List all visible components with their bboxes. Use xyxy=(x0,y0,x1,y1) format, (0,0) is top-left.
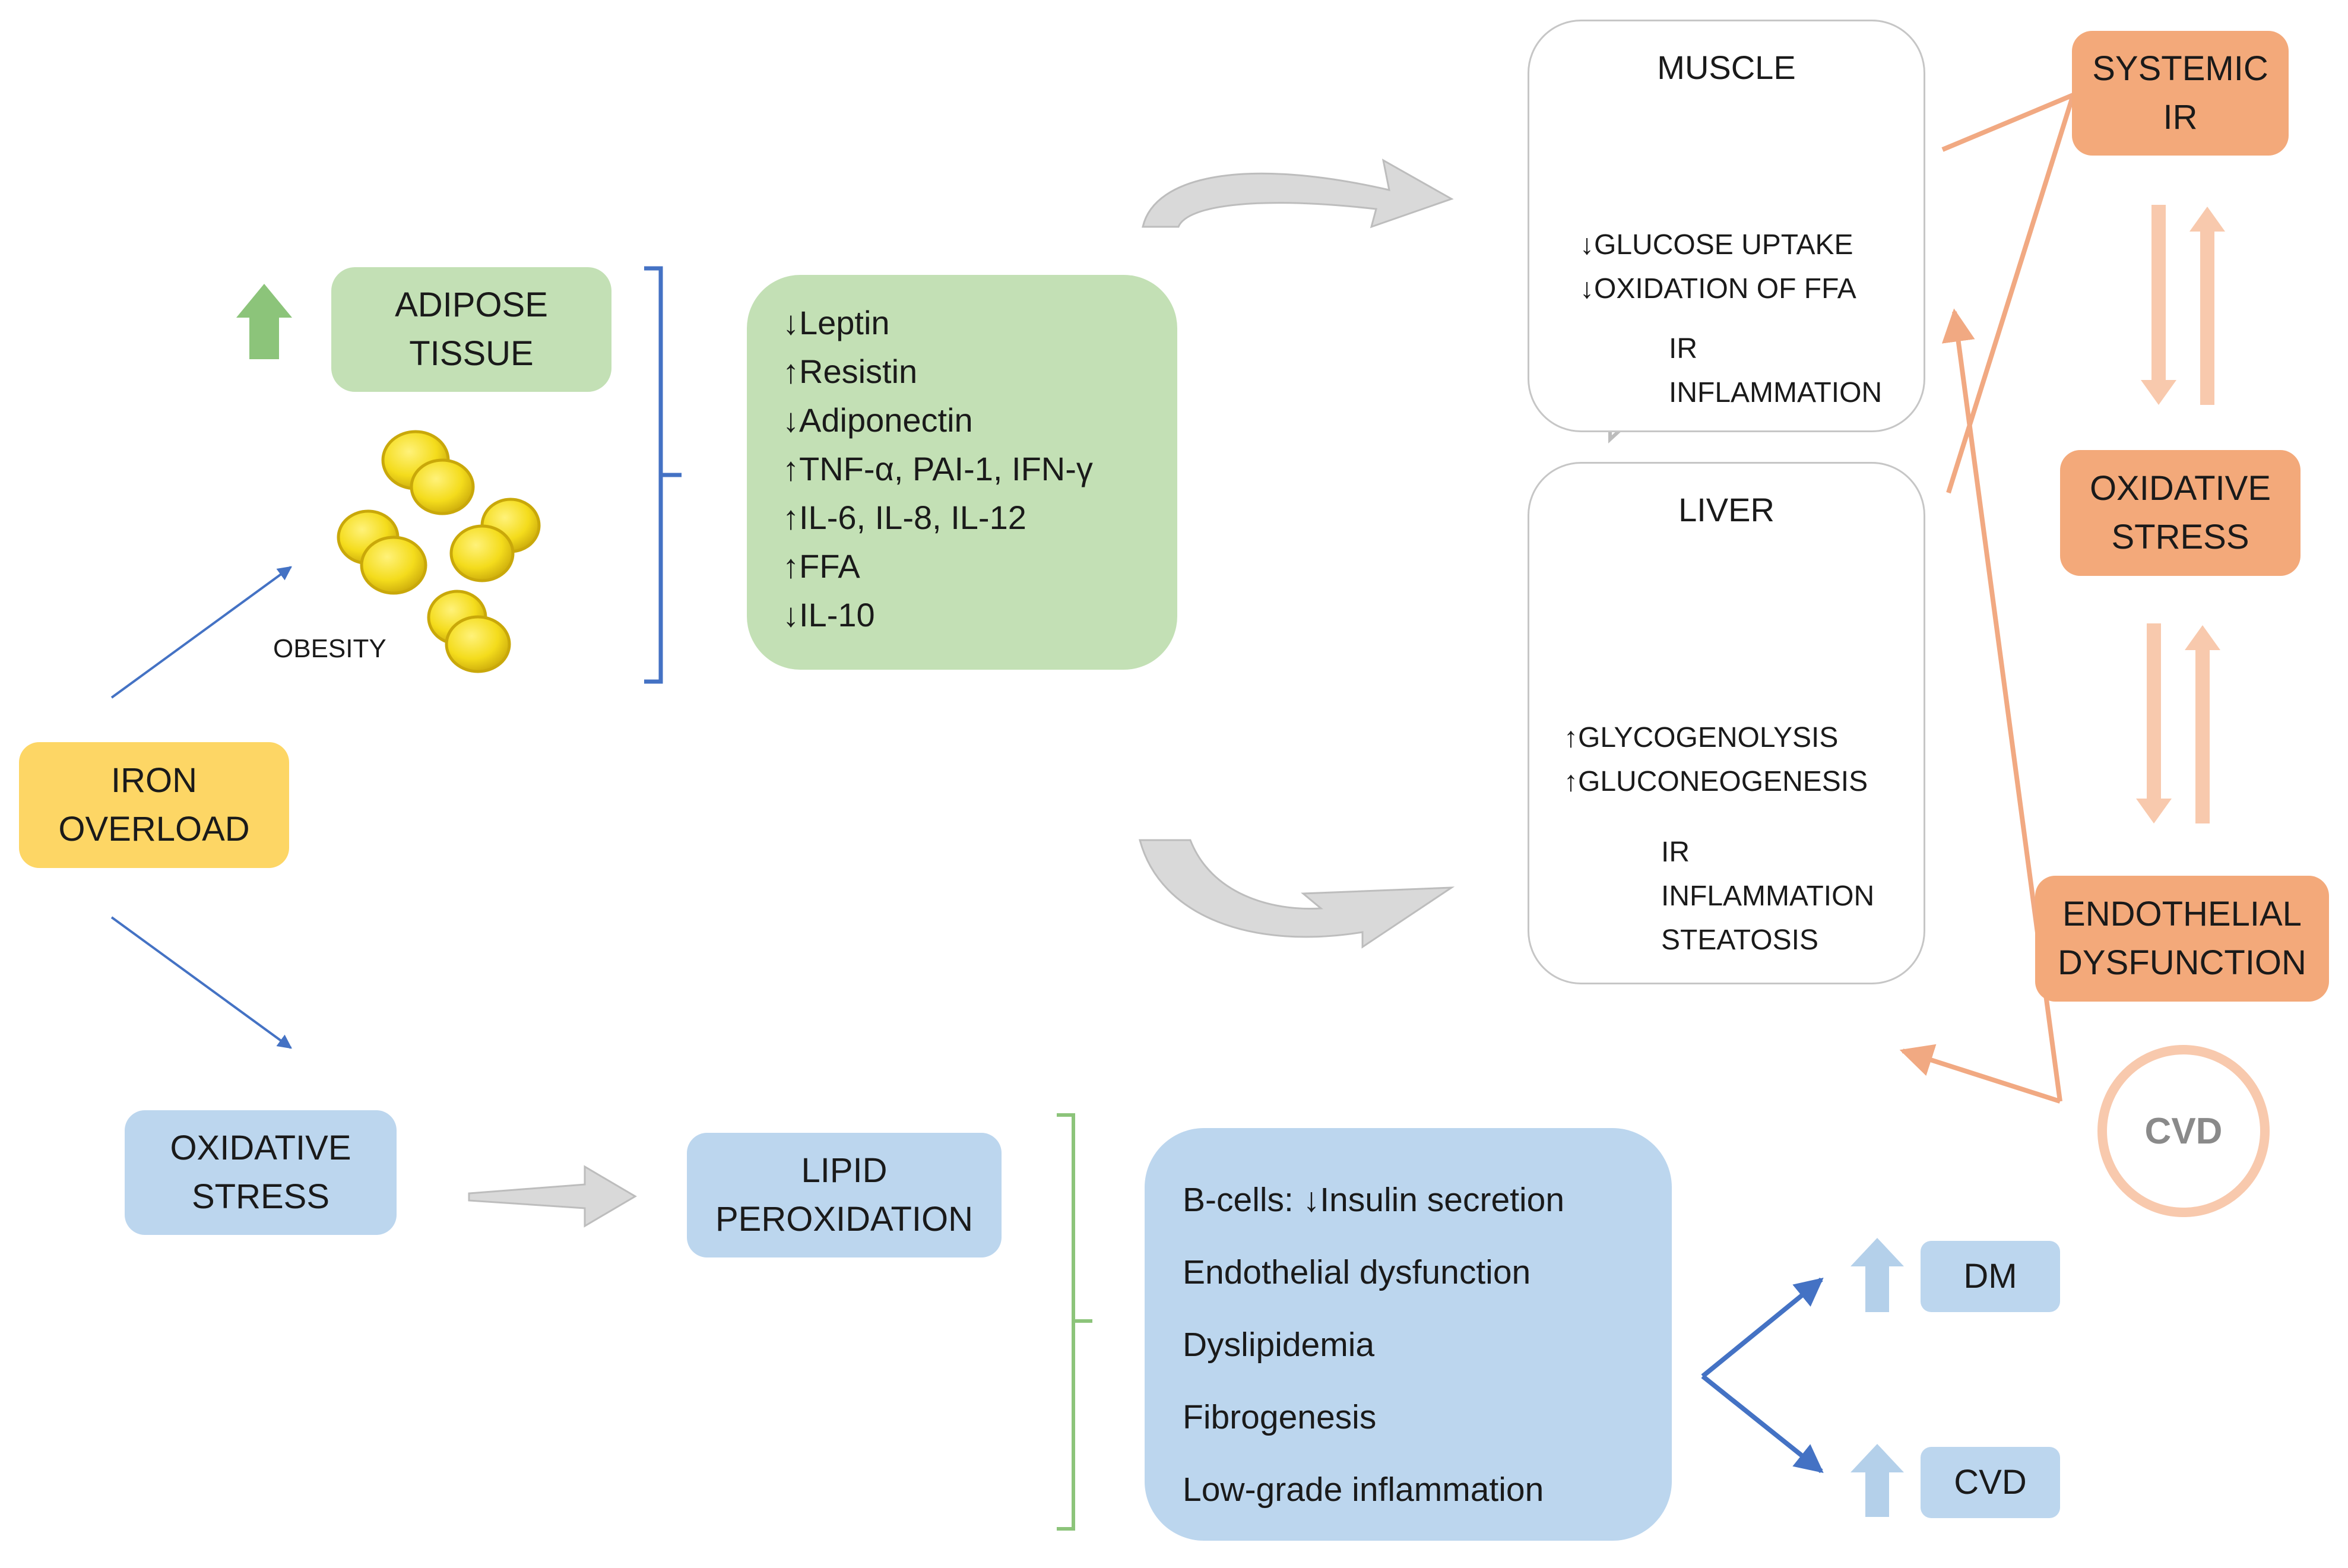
arrow-oxidative-to-lipid xyxy=(468,1165,637,1228)
right-oxidative-stress-box: OXIDATIVE STRESS xyxy=(2060,450,2301,576)
arrow-to-cvd xyxy=(1701,1374,1824,1474)
oxidative-stress-line-1: OXIDATIVE xyxy=(170,1129,351,1167)
muscle-outcomes: IR INFLAMMATION xyxy=(1669,327,1882,415)
systemic-ir-line-1: SYSTEMIC xyxy=(2092,49,2268,88)
adipose-bracket xyxy=(644,266,682,684)
cytokine-item: ↓Leptin xyxy=(782,304,890,341)
cytokine-item: ↑Resistin xyxy=(782,353,918,390)
liver-outcome-item: STEATOSIS xyxy=(1661,924,1818,956)
muscle-effect-item: ↓OXIDATION OF FFA xyxy=(1580,273,1856,305)
lipid-effect-item: Endothelial dysfunction xyxy=(1183,1253,1531,1291)
right-oxidative-stress-line-2: STRESS xyxy=(2111,518,2249,556)
lipid-effect-item: Dyslipidemia xyxy=(1183,1326,1375,1364)
systemic-ir-line-2: IR xyxy=(2163,98,2198,137)
arrow-iron-to-obesity xyxy=(110,566,292,699)
fat-cells-icon xyxy=(337,430,541,673)
endothelial-dysfunction-box: ENDOTHELIAL DYSFUNCTION xyxy=(2035,876,2329,1002)
cytokine-item: ↑TNF-α, PAI-1, IFN-γ xyxy=(782,450,1093,487)
arrow-to-muscle xyxy=(1142,159,1454,229)
muscle-title: MUSCLE xyxy=(1657,49,1796,86)
muscle-outcome-item: IR xyxy=(1669,333,1697,365)
liver-outcome-item: INFLAMMATION xyxy=(1661,880,1875,912)
iron-overload-box: IRON OVERLOAD xyxy=(19,742,289,868)
arrow-to-liver xyxy=(1139,839,1455,949)
liver-panel: LIVER ↑GLYCOGENOLYSIS ↑GLUCONEOGENESIS I… xyxy=(1528,462,1925,984)
arrow-to-dm xyxy=(1701,1277,1824,1379)
cvd-increase-arrow-icon xyxy=(1850,1444,1904,1517)
oxidative-stress-line-2: STRESS xyxy=(191,1177,330,1216)
muscle-effect-item: ↓GLUCOSE UPTAKE xyxy=(1580,229,1853,261)
endothelial-dysfunction-line-2: DYSFUNCTION xyxy=(2058,943,2306,982)
systemic-ir-box: SYSTEMIC IR xyxy=(2072,31,2289,156)
arrow-iron-to-oxidative-stress xyxy=(110,916,292,1049)
lipid-peroxidation-line-1: LIPID xyxy=(801,1151,888,1190)
lipid-peroxidation-box: LIPID PEROXIDATION xyxy=(687,1133,1002,1257)
iron-overload-line-1: IRON xyxy=(111,761,197,800)
muscle-outcome-item: INFLAMMATION xyxy=(1669,377,1883,408)
oxidative-stress-box: OXIDATIVE STRESS xyxy=(125,1110,397,1235)
adipose-tissue-line-2: TISSUE xyxy=(409,334,534,373)
cytokine-item: ↑FFA xyxy=(782,547,860,585)
cvd-box: CVD xyxy=(1921,1447,2060,1518)
lipid-effect-item: B-cells: ↓Insulin secretion xyxy=(1183,1181,1565,1219)
lipid-peroxidation-line-2: PEROXIDATION xyxy=(715,1200,973,1238)
double-arrow-ir-oxidative xyxy=(2141,205,2225,405)
right-oxidative-stress-line-1: OXIDATIVE xyxy=(2089,469,2271,508)
cytokine-item: ↑IL-6, IL-8, IL-12 xyxy=(782,499,1026,536)
liver-effects: ↑GLYCOGENOLYSIS ↑GLUCONEOGENESIS xyxy=(1564,716,1868,804)
iron-overload-line-2: OVERLOAD xyxy=(58,810,250,848)
cvd-circle-ring xyxy=(2097,1045,2270,1217)
cytokine-item: ↓Adiponectin xyxy=(782,401,973,439)
muscle-effects: ↓GLUCOSE UPTAKE ↓OXIDATION OF FFA xyxy=(1580,223,1856,311)
double-arrow-oxidative-endothelial xyxy=(2136,623,2220,823)
liver-effect-item: ↑GLUCONEOGENESIS xyxy=(1564,766,1868,797)
muscle-panel: MUSCLE ↓GLUCOSE UPTAKE ↓OXIDATION OF FFA… xyxy=(1528,20,1925,432)
cytokine-box: ↓Leptin ↑Resistin ↓Adiponectin ↑TNF-α, P… xyxy=(747,275,1177,670)
adipose-tissue-line-1: ADIPOSE xyxy=(395,286,548,324)
liver-title: LIVER xyxy=(1678,491,1775,528)
liver-outcomes: IR INFLAMMATION STEATOSIS xyxy=(1661,831,1874,962)
lipid-effect-item: Low-grade inflammation xyxy=(1183,1471,1544,1509)
endothelial-dysfunction-line-1: ENDOTHELIAL xyxy=(2062,895,2302,933)
liver-outcome-item: IR xyxy=(1661,837,1690,868)
liver-effect-item: ↑GLYCOGENOLYSIS xyxy=(1564,722,1839,753)
adipose-tissue-box: ADIPOSE TISSUE xyxy=(331,267,611,392)
cvd-circle-label: CVD xyxy=(2144,1110,2223,1152)
dm-box: DM xyxy=(1921,1241,2060,1312)
dm-increase-arrow-icon xyxy=(1850,1238,1904,1312)
lipid-effect-item: Fibrogenesis xyxy=(1183,1398,1377,1436)
lipid-effects-box: B-cells: ↓Insulin secretion Endothelial … xyxy=(1145,1128,1672,1541)
cytokine-item: ↓IL-10 xyxy=(782,596,875,633)
increase-arrow-icon xyxy=(236,284,292,359)
obesity-label: OBESITY xyxy=(273,634,386,663)
lipid-bracket xyxy=(1057,1113,1092,1531)
